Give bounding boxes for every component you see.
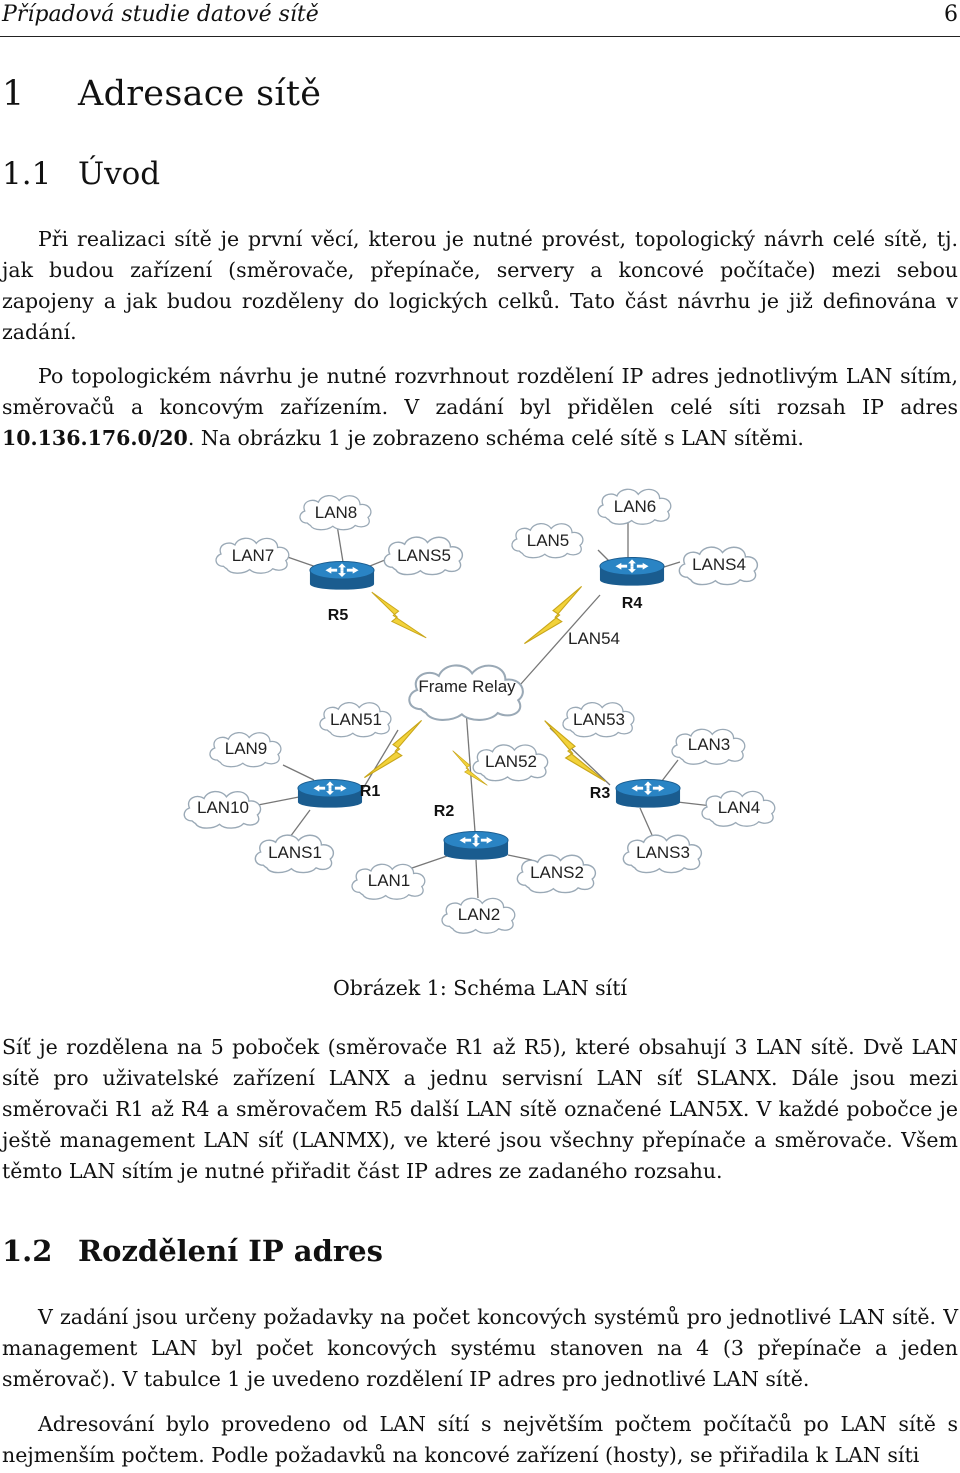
ip-range: 10.136.176.0/20	[2, 426, 188, 450]
cloud-lan10: LAN10	[183, 790, 262, 829]
paragraph-requirements: V zadání jsou určeny požadavky na počet …	[2, 1302, 958, 1395]
cloud-lan8: LAN8	[299, 494, 372, 531]
paragraph-intro: Při realizaci sítě je první věcí, kterou…	[2, 224, 958, 348]
label-lan3: LAN3	[688, 735, 731, 754]
label-lan2: LAN2	[458, 905, 501, 924]
cloud-lan4: LAN4	[701, 790, 776, 827]
cloud-frame-relay: Frame Relay	[408, 664, 524, 722]
label-lan51: LAN51	[330, 710, 382, 729]
paragraph-text: Při realizaci sítě je první věcí, kterou…	[2, 227, 958, 344]
cloud-lan9: LAN9	[209, 731, 282, 768]
subsection-heading-uvod: 1.1 Úvod	[2, 156, 160, 192]
cloud-lan3: LAN3	[671, 728, 746, 765]
label-lan6: LAN6	[614, 497, 657, 516]
subsection-title: Rozdělení IP adres	[78, 1234, 383, 1268]
cloud-lan51: LAN51	[319, 701, 392, 738]
label-r2: R2	[434, 803, 455, 820]
label-lan1: LAN1	[368, 871, 411, 890]
label-lan53: LAN53	[573, 710, 625, 729]
paragraph-text: V zadání jsou určeny požadavky na počet …	[2, 1305, 958, 1391]
cloud-lan5: LAN5	[511, 522, 584, 559]
label-frame-relay: Frame Relay	[418, 677, 516, 696]
label-lan7: LAN7	[232, 546, 275, 565]
label-lan9: LAN9	[225, 739, 268, 758]
subsection-title: Úvod	[78, 156, 161, 192]
header-rule	[0, 36, 960, 37]
label-lans2: LANS2	[530, 863, 584, 882]
label-lans5: LANS5	[397, 546, 451, 565]
page-number: 6	[944, 2, 958, 27]
page-header: Případová studie datové sítě 6	[0, 0, 960, 40]
paragraph-text: Adresování bylo provedeno od LAN sítí s …	[2, 1412, 958, 1467]
cloud-lans2: LANS2	[516, 854, 597, 894]
cloud-lan52: LAN52	[472, 744, 549, 782]
label-lan8: LAN8	[315, 503, 358, 522]
subsection-heading-rozdeleni: 1.2 Rozdělení IP adres	[2, 1234, 383, 1268]
label-lan4: LAN4	[718, 798, 761, 817]
cloud-lan53: LAN53	[562, 701, 635, 738]
paragraph-text: . Na obrázku 1 je zobrazeno schéma celé …	[187, 426, 804, 450]
network-diagram: Frame Relay LAN8 LAN7 LANS5 LAN5 LAN6 LA…	[183, 488, 776, 934]
label-lans1: LANS1	[268, 843, 322, 862]
router-r3: R3	[590, 778, 681, 809]
router-r4: R4	[599, 556, 665, 612]
cloud-lan1: LAN1	[351, 863, 426, 900]
label-r5: R5	[328, 607, 349, 624]
label-lan52: LAN52	[485, 752, 537, 771]
cloud-lan2: LAN2	[441, 897, 516, 934]
paragraph-text: Po topologickém návrhu je nutné rozvrhno…	[2, 364, 958, 419]
cloud-lans4: LANS4	[678, 546, 759, 586]
label-lan10: LAN10	[197, 798, 249, 817]
cloud-lans5: LANS5	[383, 536, 464, 576]
paragraph-addressing: Po topologickém návrhu je nutné rozvrhno…	[2, 361, 958, 454]
label-r4: R4	[622, 595, 643, 612]
router-r2: R2	[434, 803, 509, 861]
label-r3: R3	[590, 785, 611, 802]
label-r1: R1	[360, 783, 381, 800]
cloud-lans1: LANS1	[254, 834, 335, 874]
label-lans4: LANS4	[692, 555, 746, 574]
paragraph-branches: Síť je rozdělena na 5 poboček (směrovače…	[2, 1035, 958, 1183]
label-lan5: LAN5	[527, 531, 570, 550]
label-lan54: LAN54	[568, 629, 620, 648]
cloud-lan7: LAN7	[215, 537, 290, 574]
figure-caption: Obrázek 1: Schéma LAN sítí	[332, 976, 628, 1000]
router-r5: R5	[309, 560, 375, 624]
paragraph-order: Adresování bylo provedeno od LAN sítí s …	[2, 1409, 958, 1471]
cloud-lans3: LANS3	[622, 834, 703, 874]
subsection-number: 1.1	[2, 156, 52, 192]
cloud-lan6: LAN6	[597, 488, 672, 525]
section-heading: 1 Adresace sítě	[2, 74, 321, 114]
router-r1: R1	[297, 778, 381, 809]
section-title: Adresace sítě	[78, 74, 322, 114]
subsection-number: 1.2	[2, 1234, 53, 1268]
section-number: 1	[2, 74, 25, 114]
running-title: Případová studie datové sítě	[2, 2, 319, 27]
label-lans3: LANS3	[636, 843, 690, 862]
